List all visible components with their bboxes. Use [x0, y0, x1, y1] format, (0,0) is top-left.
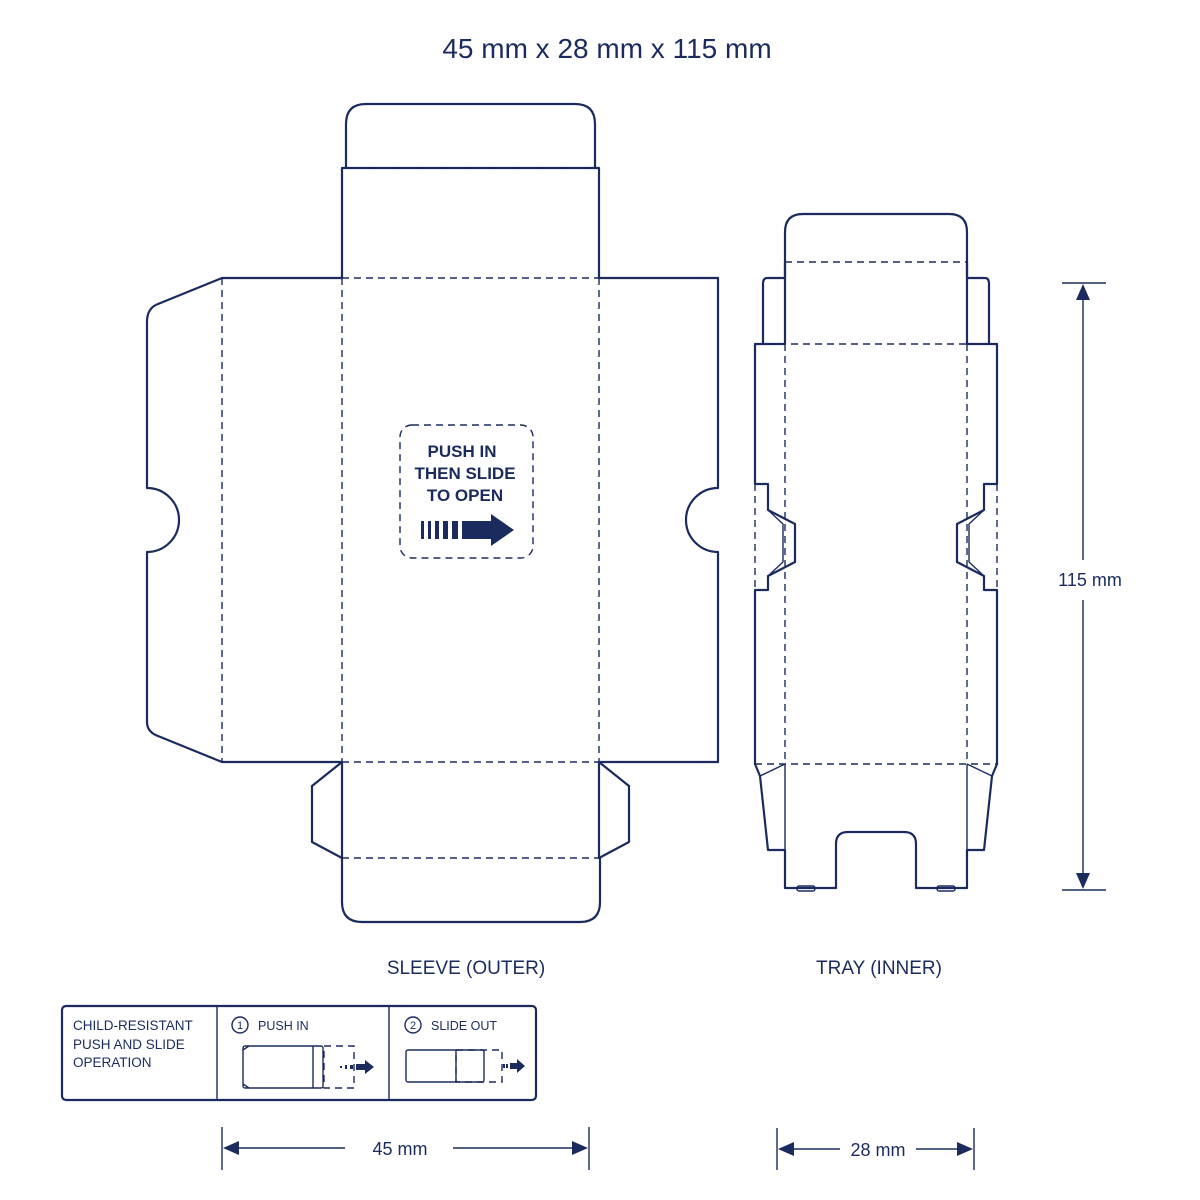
instruction-line-3: TO OPEN — [427, 486, 503, 505]
page-title: 45 mm x 28 mm x 115 mm — [442, 33, 771, 64]
step-1-label: PUSH IN — [258, 1019, 309, 1033]
tray-top-tuck-flap — [783, 212, 969, 264]
legend-heading-line-3: OPERATION — [73, 1055, 152, 1070]
instruction-line-2: THEN SLIDE — [414, 464, 515, 483]
step-1-number: 1 — [237, 1020, 243, 1032]
push-slide-instruction-box: PUSH IN THEN SLIDE TO OPEN — [399, 424, 534, 559]
sleeve-bottom-dust-flap-right — [597, 760, 631, 860]
width-dimension: 45 mm — [221, 1127, 590, 1170]
sleeve-dieline: PUSH IN THEN SLIDE TO OPEN — [145, 102, 720, 924]
height-dimension: 115 mm — [1058, 282, 1122, 891]
tray-lock-tab-left — [767, 509, 784, 577]
tray-top-panel-sides — [783, 260, 969, 346]
instruction-line-1: PUSH IN — [428, 442, 497, 461]
sleeve-main-outline — [145, 276, 720, 764]
depth-dimension-label: 28 mm — [850, 1140, 905, 1160]
sleeve-top-tuck-flap — [344, 102, 597, 170]
tray-upper-flap-left — [761, 260, 787, 346]
tray-slot-right — [936, 885, 956, 892]
tray-label: TRAY (INNER) — [816, 958, 942, 979]
legend-heading-line-2: PUSH AND SLIDE — [73, 1037, 185, 1052]
step-2-label: SLIDE OUT — [431, 1019, 497, 1033]
tray-dieline — [753, 212, 999, 892]
operation-legend: CHILD-RESISTANT PUSH AND SLIDE OPERATION… — [60, 1004, 538, 1102]
legend-heading-line-1: CHILD-RESISTANT — [73, 1018, 193, 1033]
push-in-illustration — [242, 1045, 374, 1089]
slide-arrow-icon — [421, 514, 514, 546]
tray-slot-left — [796, 885, 816, 892]
tray-lock-tab-right — [968, 509, 985, 577]
slide-out-illustration — [405, 1049, 525, 1083]
sleeve-top-flap — [340, 166, 601, 280]
tray-upper-flap-right — [965, 260, 991, 346]
sleeve-bottom-tuck-flap — [340, 856, 602, 924]
sleeve-bottom-flap — [340, 760, 601, 860]
tray-main-outline — [753, 342, 999, 766]
sleeve-fold-lines — [221, 167, 600, 859]
width-dimension-label: 45 mm — [372, 1139, 427, 1159]
step-2-number: 2 — [410, 1020, 416, 1032]
tray-fold-lines — [754, 261, 998, 765]
tray-bottom-section — [753, 762, 999, 890]
depth-dimension: 28 mm — [776, 1128, 975, 1170]
step-2-number-icon — [404, 1016, 422, 1034]
sleeve-label: SLEEVE (OUTER) — [387, 958, 545, 979]
sleeve-bottom-dust-flap-left — [310, 760, 344, 860]
step-1-number-icon — [231, 1016, 249, 1034]
tray-bottom-inner-lines — [759, 763, 993, 888]
height-dimension-label: 115 mm — [1058, 570, 1122, 590]
